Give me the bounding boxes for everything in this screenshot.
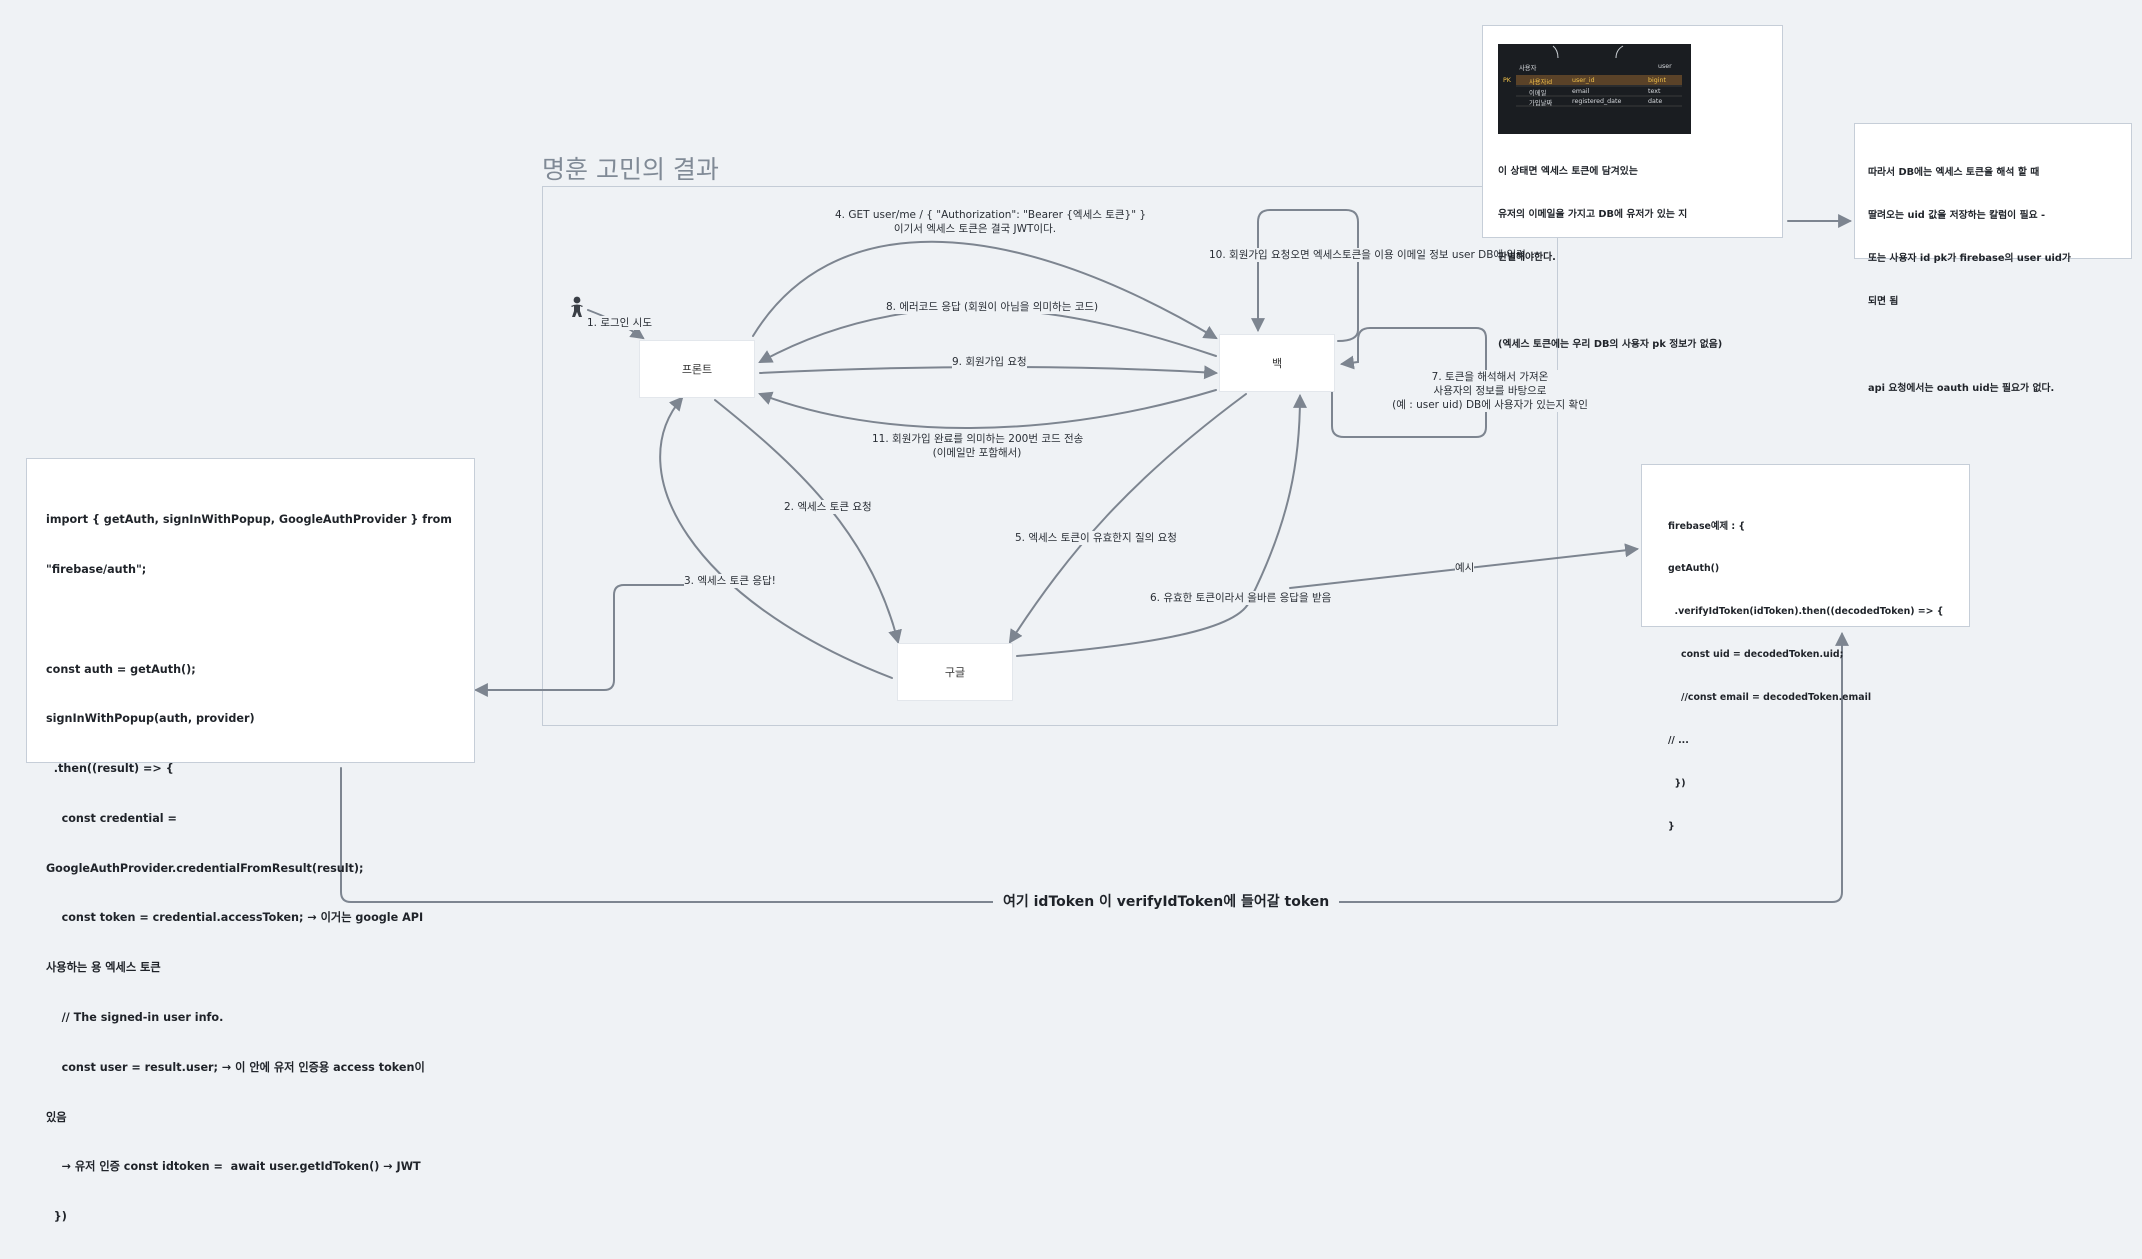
db-table-image: 사용자 user PK 사용자id user_id bigint 이메일 ema… (1498, 44, 1691, 134)
db-row-type: bigint (1648, 77, 1666, 84)
edge-10-label: 10. 회원가입 요청오면 엑세스토큰을 이용 이메일 정보 user DB에 … (1209, 248, 1526, 262)
person-icon (571, 296, 583, 317)
code-line: }) (46, 1210, 67, 1224)
google-node-label: 구글 (944, 666, 966, 679)
conclusion-line: 딸려오는 uid 값을 저장하는 칼럼이 필요 - (1868, 210, 2046, 222)
db-row-label: 가입날짜 (1529, 100, 1553, 107)
firebase-code-block: firebase예제 : { getAuth() .verifyIdToken(… (1668, 491, 1943, 863)
edge-3-label: 3. 엑세스 토큰 응답! (684, 574, 776, 588)
edge-11 (758, 389, 1217, 429)
code-line: const credential = (46, 811, 177, 825)
edge-7-label-line3: (예 : user uid) DB에 사용자가 있는지 확인 (1392, 399, 1588, 411)
front-node-label: 프론트 (681, 363, 713, 376)
code-line: import { getAuth, signInWithPopup, Googl… (46, 513, 452, 527)
code-line: ​ (46, 612, 452, 629)
db-note-line: (엑세스 토큰에는 우리 DB의 사용자 pk 정보가 없음) (1498, 338, 1723, 350)
edge-7-label: 7. 토큰을 해석해서 가져온 사용자의 정보를 바탕으로 (예 : user … (1390, 370, 1590, 412)
firebase-code-line: const uid = decodedToken.uid; (1668, 649, 1844, 661)
firebase-code-line: //const email = decodedToken.email (1668, 692, 1872, 704)
conclusion-line: 또는 사용자 id pk가 firebase의 user uid가 (1868, 253, 2071, 265)
db-row-label: 이메일 (1529, 90, 1547, 97)
db-row-type: text (1648, 88, 1661, 95)
db-row-col: registered_date (1572, 98, 1622, 105)
edge-11-label: 11. 회원가입 완료를 의미하는 200번 코드 전송 (이메일만 포함해서) (872, 432, 1084, 460)
db-table-connectors (1516, 45, 1682, 107)
code-line: signInWithPopup(auth, provider) (46, 712, 255, 726)
back-node-label: 백 (1271, 357, 1283, 370)
db-row-col: email (1572, 88, 1590, 95)
edge-2-label: 2. 엑세스 토큰 요청 (784, 500, 872, 514)
firebase-example-card[interactable]: firebase예제 : { getAuth() .verifyIdToken(… (1641, 464, 1970, 832)
example-label: 예시 (1455, 561, 1475, 575)
db-row-col: user_id (1572, 77, 1595, 84)
edge-11-label-line2: (이메일만 포함해서) (932, 447, 1022, 459)
code-card[interactable]: import { getAuth, signInWithPopup, Googl… (26, 458, 475, 1223)
back-node[interactable]: 백 (1220, 335, 1334, 391)
code-line: const auth = getAuth(); (46, 662, 196, 676)
edge-3 (659, 396, 893, 679)
db-note-line: 유저의 이메일을 가지고 DB에 유저가 있는 지 (1498, 209, 1688, 221)
code-line: const token = credential.accessToken; → … (46, 911, 424, 925)
edge-11-label-line1: 11. 회원가입 완료를 의미하는 200번 코드 전송 (872, 433, 1084, 445)
firebase-code-line: .verifyIdToken(idToken).then((decodedTok… (1668, 606, 1944, 618)
edge-8 (758, 307, 1217, 364)
db-note-line: 판별해야한다. (1498, 252, 1556, 264)
conclusion-line: 따라서 DB에는 엑세스 토큰을 해석 할 때 (1868, 166, 2040, 178)
edge-bottom (340, 631, 1849, 903)
code-line: 사용하는 용 엑세스 토큰 (46, 961, 161, 975)
edge-1-label: 1. 로그인 시도 (587, 316, 652, 330)
bottom-connector-label: 여기 idToken 이 verifyIdToken에 들어갈 token (993, 891, 1340, 911)
edge-4-label: 4. GET user/me / { "Authorization": "Bea… (835, 208, 1147, 236)
firebase-code-line: firebase예제 : { (1668, 520, 1746, 532)
db-row-label: 사용자id (1529, 79, 1553, 86)
db-note-line: 이 상태면 엑세스 토큰에 담겨있는 (1498, 165, 1638, 177)
db-note-text: 이 상태면 엑세스 토큰에 담겨있는 유저의 이메일을 가지고 DB에 유저가 … (1498, 136, 1722, 367)
code-line: GoogleAuthProvider.credentialFromResult(… (46, 861, 364, 875)
edge-5-label: 5. 엑세스 토큰이 유효한지 질의 요청 (1015, 531, 1177, 545)
edge-4 (752, 240, 1218, 340)
code-line: // The signed-in user info. (46, 1011, 224, 1024)
edge-7-label-line2: 사용자의 정보를 바탕으로 (1433, 385, 1547, 397)
frame-title: 명훈 고민의 결과 (542, 155, 719, 184)
edge-4-label-line1: 4. GET user/me / { "Authorization": "Bea… (835, 209, 1147, 221)
edge-code (473, 584, 711, 697)
conclusion-line: 되면 됨 (1868, 296, 1899, 308)
edge-9-label: 9. 회원가입 요청 (952, 355, 1027, 369)
db-table-name: 사용자 (1519, 65, 1537, 72)
code-line: const user = result.user; → 이 안에 유저 인증용 … (46, 1060, 425, 1074)
front-node[interactable]: 프론트 (640, 341, 754, 397)
conclusion-card[interactable]: 따라서 DB에는 엑세스 토큰을 해석 할 때 딸려오는 uid 값을 저장하는… (1854, 123, 2132, 394)
edge-7 (1331, 327, 1487, 438)
conclusion-line: api 요청에서는 oauth uid는 필요가 없다. (1868, 382, 2055, 394)
edge-10 (1251, 209, 1359, 342)
code-line: 있음 (46, 1110, 67, 1124)
edge-6-label: 6. 유효한 토큰이라서 올바른 응답을 받음 (1150, 591, 1332, 605)
code-line: .then((result) => { (46, 762, 174, 776)
code-block: import { getAuth, signInWithPopup, Googl… (46, 479, 452, 1259)
google-node[interactable]: 구글 (898, 644, 1012, 700)
firebase-code-line: getAuth() (1668, 563, 1720, 575)
firebase-code-line: } (1668, 820, 1675, 832)
firebase-code-line: // ... (1668, 735, 1689, 747)
edge-5 (1008, 393, 1247, 644)
edge-4-label-line2: 이기서 엑세스 토큰은 결국 JWT이다. (893, 223, 1057, 235)
db-note-line: ​ (1498, 294, 1722, 308)
db-row-type: date (1648, 98, 1663, 105)
db-table-name-en: user (1658, 63, 1672, 70)
edge-8-label: 8. 에러코드 응답 (회원이 아님을 의미하는 코드) (886, 300, 1099, 314)
firebase-code-line: }) (1668, 777, 1686, 789)
code-line: "firebase/auth"; (46, 562, 147, 576)
db-pk-badge: PK (1503, 77, 1511, 84)
conclusion-line: ​ (1868, 339, 2071, 353)
code-line: → 유저 인증 const idtoken = await user.getId… (46, 1160, 421, 1174)
edge-2 (714, 399, 902, 645)
edge-7-label-line1: 7. 토큰을 해석해서 가져온 (1431, 371, 1549, 383)
conclusion-text: 따라서 DB에는 엑세스 토큰을 해석 할 때 딸려오는 uid 값을 저장하는… (1868, 137, 2071, 425)
